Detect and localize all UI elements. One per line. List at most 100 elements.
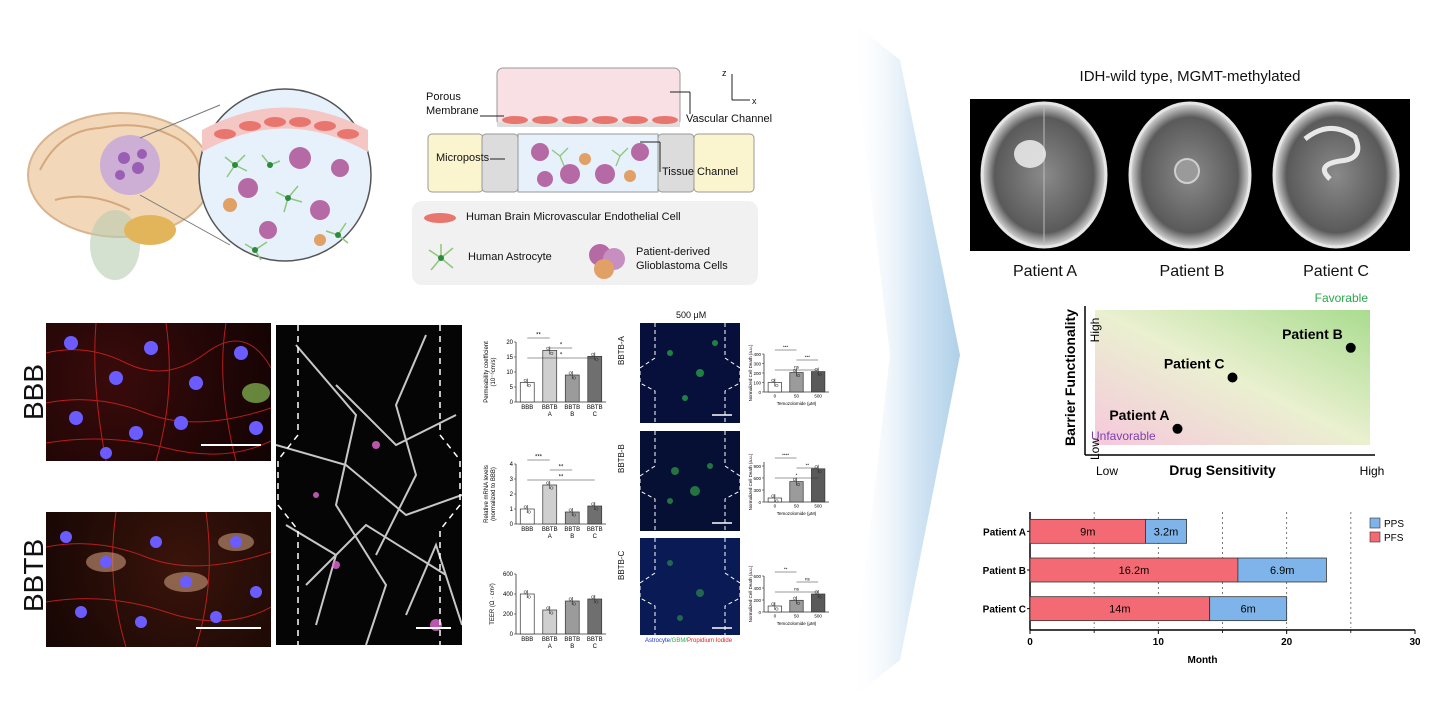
bar [587, 356, 603, 403]
data-point [568, 597, 572, 601]
mri-scan-c [1272, 101, 1400, 249]
y-tick-label: 0 [758, 390, 761, 395]
significance-label: ** [559, 475, 564, 481]
y-tick-label: 400 [753, 352, 761, 357]
y-axis-label: TEER (Ω · cm²) [490, 583, 496, 624]
significance-label: ** [806, 463, 810, 468]
data-point [796, 373, 801, 378]
legend-gbm: Patient-derived Glioblastoma Cells [636, 246, 728, 272]
patient-point [1227, 372, 1238, 383]
bar-value-label: 16.2m [1119, 565, 1150, 577]
patient-point-label: Patient C [1164, 356, 1225, 372]
y-tick-label: 300 [753, 488, 761, 493]
x-tick-label: 0 [1027, 637, 1033, 648]
bbb-micrograph [46, 323, 271, 461]
legend-swatch [1369, 517, 1381, 529]
significance-label: ns [805, 577, 811, 582]
data-point [775, 383, 779, 388]
y-tick-label: 5 [510, 385, 514, 391]
x-axis-label: Temozolomide (μM) [777, 621, 817, 626]
data-point [546, 346, 550, 350]
axis-x-label: x [752, 96, 757, 106]
brain-schematic [27, 88, 372, 280]
legend-label: PPS [1384, 519, 1404, 530]
vascular-channel-label: Vascular Channel [686, 113, 773, 125]
flow-arrow [850, 20, 960, 700]
mri-scan-a [980, 101, 1108, 249]
mri-title: IDH-wild type, MGMT-methylated [1079, 68, 1301, 85]
y-tick-label: 900 [753, 464, 761, 469]
y-low-label: Low [1088, 438, 1102, 460]
x-tick-label: BBTB [587, 405, 603, 411]
data-point [796, 483, 801, 487]
bbtb-b-micrograph [640, 431, 740, 531]
y-tick-label: 4 [510, 462, 514, 468]
data-point [523, 505, 527, 509]
mri-patient-a: Patient A [1012, 263, 1078, 280]
significance-label: ns [794, 365, 800, 370]
patient-point [1345, 342, 1356, 353]
x-tick-label: A [548, 644, 552, 650]
row-label-bbtb-b: BBTB-B [617, 444, 626, 473]
y-tick-label: 200 [753, 371, 761, 376]
y-tick-label: 20 [506, 340, 513, 346]
data-point [814, 368, 818, 372]
y-tick-label: Patient C [983, 605, 1026, 616]
y-tick-label: 0 [758, 610, 761, 615]
legend-endothelial: Human Brain Microvascular Endothelial Ce… [466, 211, 681, 223]
bar [564, 374, 580, 403]
x-axis-label: Temozolomide (μM) [777, 511, 817, 516]
data-point [775, 499, 779, 503]
x-tick-label: B [570, 412, 574, 418]
bbtb-a-micrograph [640, 323, 740, 423]
data-point [546, 481, 550, 485]
bar-value-label: 3.2m [1154, 526, 1178, 538]
x-tick-label: C [593, 412, 598, 418]
bar-segment [1145, 518, 1187, 544]
mri-scan-b [1128, 101, 1252, 249]
x-tick-label: C [593, 644, 598, 650]
data-point [792, 478, 797, 482]
bbtb-c-micrograph [640, 538, 740, 635]
row-label-bbtb-c: BBTB-C [617, 550, 626, 580]
significance-label: *** [535, 455, 543, 461]
x-tick-label: 10 [1153, 637, 1165, 648]
significance-label: ** [559, 465, 564, 471]
bar-value-label: 6.9m [1270, 565, 1294, 577]
legend-swatch [1369, 531, 1381, 543]
concentration-label: 500 μM [676, 310, 707, 320]
y-tick-label: 2 [510, 492, 514, 498]
data-point [595, 357, 599, 361]
y-tick-label: 600 [753, 476, 761, 481]
x-tick-label: 0 [774, 504, 777, 509]
patient-point-label: Patient A [1109, 407, 1169, 423]
data-point [550, 351, 554, 355]
bar [542, 484, 558, 525]
y-tick-label: 10 [506, 370, 513, 376]
bar-value-label: 9m [1080, 526, 1095, 538]
astrocyte-icon [428, 244, 454, 271]
data-point [771, 494, 775, 498]
x-tick-label: 500 [814, 504, 822, 509]
data-point [550, 611, 554, 615]
significance-label: * [796, 473, 798, 478]
significance-label: ns [794, 587, 800, 592]
data-point [527, 510, 531, 514]
y-tick-label: 400 [503, 592, 514, 598]
x-tick-label: BBTB [587, 637, 603, 643]
x-tick-label: 500 [814, 614, 822, 619]
y-tick-label: 200 [503, 612, 514, 618]
y-tick-label: 0 [510, 632, 514, 638]
data-point [771, 378, 775, 383]
significance-label: ** [784, 567, 788, 572]
x-tick-label: B [570, 644, 574, 650]
data-point [572, 513, 576, 517]
bar [811, 468, 826, 503]
significance-label: ** [536, 333, 541, 339]
data-point [591, 595, 595, 599]
x-tick-label: 50 [794, 504, 800, 509]
x-tick-label: C [593, 534, 598, 540]
